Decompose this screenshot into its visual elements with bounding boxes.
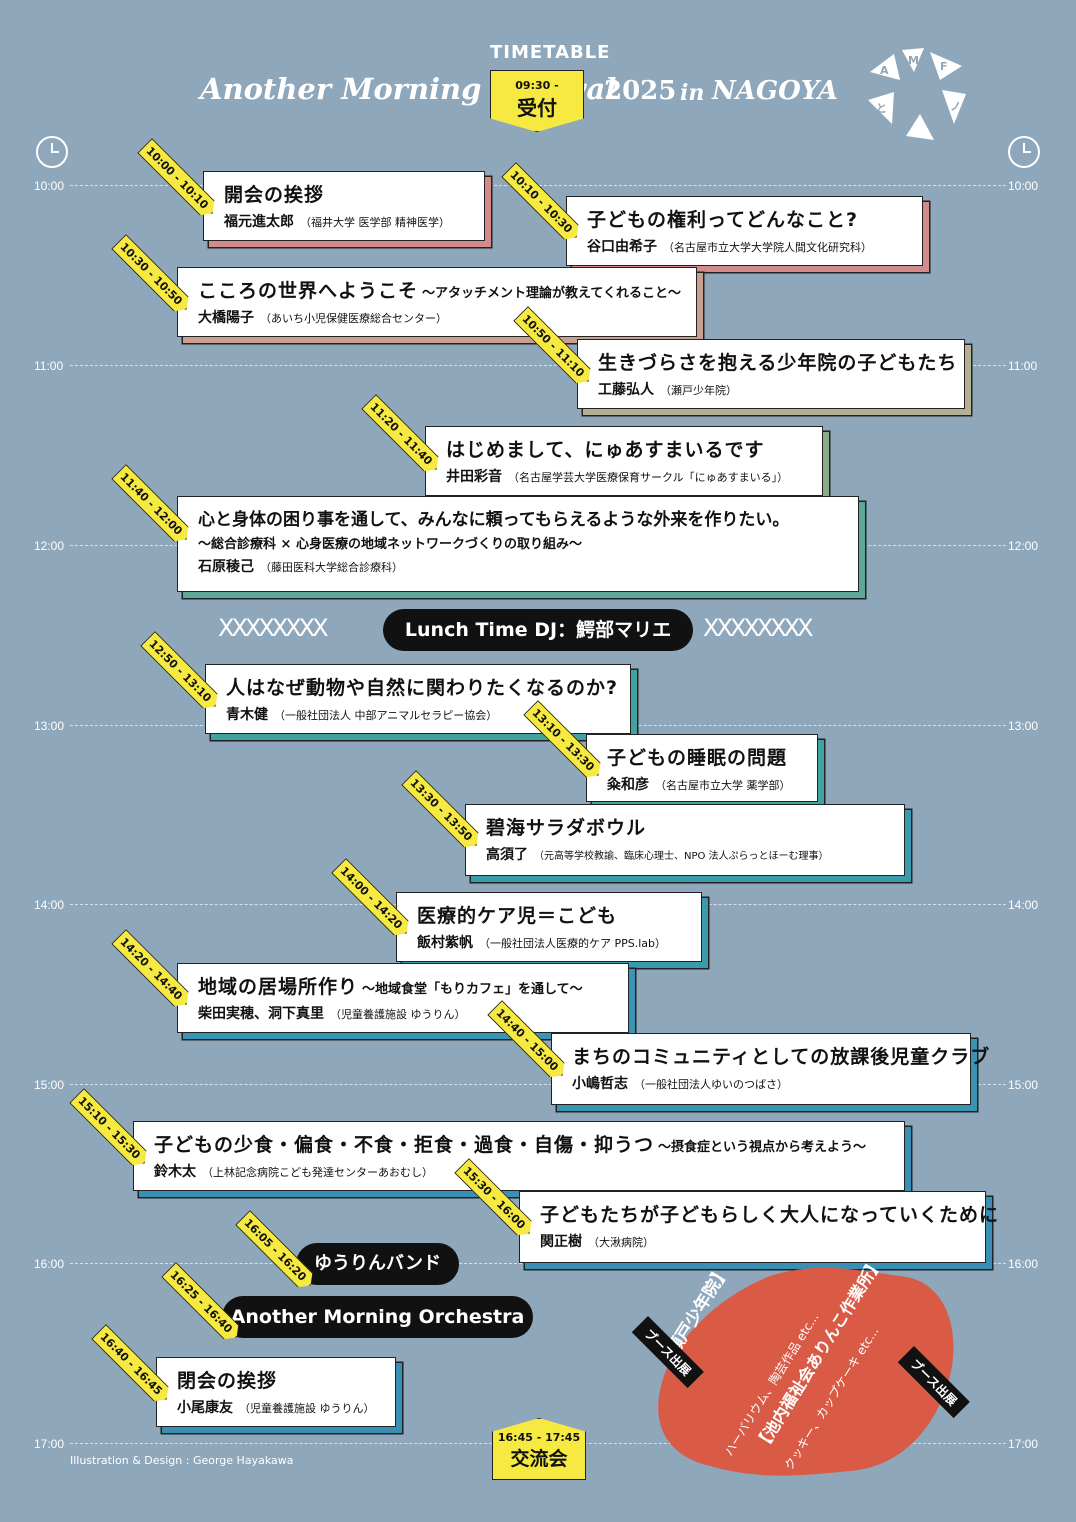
timeline-1600 <box>70 1263 1006 1264</box>
session-card: 閉会の挨拶 小尾康友（児童養護施設 ゆうりん） <box>156 1357 396 1427</box>
timeline-1500 <box>70 1084 1006 1085</box>
session-speaker: 福元進太郎（福井大学 医学部 精神医学） <box>224 214 450 230</box>
time-label-left: 17:00 <box>34 1437 65 1451</box>
session-speaker: 青木健（一般社団法人 中部アニマルセラピー協会） <box>226 707 498 723</box>
session-title: 心と身体の困り事を通して、みんなに頼ってもらえるような外来を作りたい。 <box>198 510 790 530</box>
decorative-chain-left: XXXXXXXX <box>218 614 329 642</box>
session-speaker: 井田彩音（名古屋学芸大学医療保育サークル「にゅあすまいる」） <box>446 469 789 485</box>
booth-blob-shape <box>658 1267 954 1476</box>
time-label-right: 10:00 <box>1008 179 1039 193</box>
session-card: 碧海サラダボウル 高須了（元高等学校教諭、臨床心理士、NPO 法人ぷらっとほーむ… <box>465 804 905 876</box>
session-speaker: 柴田実穂、洞下真里（児童養護施設 ゆうりん） <box>198 1006 466 1022</box>
session-title: 子どもの権利ってどんなこと? <box>587 209 859 231</box>
session-card: 地域の居場所作り〜地域食堂「もりカフェ」を通して〜 柴田実穂、洞下真里（児童養護… <box>177 963 629 1033</box>
time-label-right: 12:00 <box>1008 539 1039 553</box>
exchange-time: 16:45 - 17:45 <box>497 1431 581 1444</box>
time-label-left: 12:00 <box>34 539 65 553</box>
time-label-right: 16:00 <box>1008 1257 1039 1271</box>
credit: Illustration & Design : George Hayakawa <box>70 1454 294 1467</box>
session-card: 子どもの少食・偏食・不食・拒食・過食・自傷・抑うつ〜摂食症という視点から考えよう… <box>133 1121 905 1191</box>
clock-icon-left <box>36 136 68 168</box>
lunch-pill: Lunch Time DJ：鰐部マリエ <box>383 609 693 651</box>
session-speaker: 谷口由希子（名古屋市立大学大学院人間文化研究科） <box>587 239 872 255</box>
session-speaker: 石原稜己（藤田医科大学総合診療科） <box>198 559 403 575</box>
session-speaker: 粂和彦（名古屋市立大学 薬学部） <box>607 777 791 793</box>
session-card: 子どもの睡眠の問題 粂和彦（名古屋市立大学 薬学部） <box>586 734 818 802</box>
time-label-left: 10:00 <box>34 179 65 193</box>
festival-year: 2025 <box>604 76 677 106</box>
session-card: 人はなぜ動物や自然に関わりたくなるのか? 青木健（一般社団法人 中部アニマルセラ… <box>205 664 631 734</box>
session-card: 心と身体の困り事を通して、みんなに頼ってもらえるような外来を作りたい。 〜総合診… <box>177 496 859 592</box>
clock-icon-right <box>1008 136 1040 168</box>
session-speaker: 高須了（元高等学校教諭、臨床心理士、NPO 法人ぷらっとほーむ理事） <box>486 847 829 863</box>
time-label-left: 13:00 <box>34 719 65 733</box>
session-title: 碧海サラダボウル <box>486 817 647 839</box>
logo-letter-a: A <box>880 64 889 77</box>
timeline-1100 <box>70 365 1006 366</box>
reception-badge: 09:30 - 受付 <box>490 70 584 132</box>
session-card: 生きづらさを抱える少年院の子どもたち 工藤弘人（瀬戸少年院） <box>577 339 965 409</box>
session-title: 閉会の挨拶 <box>177 1370 278 1392</box>
session-speaker: 鈴木太（上林記念病院こども発達センターあおむし） <box>154 1164 433 1180</box>
time-label-right: 13:00 <box>1008 719 1039 733</box>
time-label-right: 11:00 <box>1008 359 1038 373</box>
session-title: こころの世界へようこそ〜アタッチメント理論が教えてくれること〜 <box>198 280 681 302</box>
reception-time: 09:30 - <box>515 79 559 92</box>
festival-city: NAGOYA <box>712 76 838 106</box>
session-title: はじめまして、にゅあすまいるです <box>446 439 765 461</box>
session-subtitle: 〜総合診療科 × 心身医療の地域ネットワークづくりの取り組み〜 <box>198 537 582 552</box>
decorative-chain-right: XXXXXXXX <box>703 614 814 642</box>
band-pill: ゆうりんバンド <box>296 1243 459 1285</box>
logo-letter-m: M <box>908 54 919 67</box>
session-card: 医療的ケア児＝こども 飯村紫帆（一般社団法人医療的ケア PPS.lab） <box>396 892 702 962</box>
session-speaker: 小嶋哲志（一般社団法人ゆいのつばさ） <box>572 1076 788 1092</box>
session-speaker: 関正樹（大湫病院） <box>540 1234 654 1250</box>
session-speaker: 大橋陽子（あいち小児保健医療総合センター） <box>198 310 447 326</box>
reception-label: 受付 <box>517 96 557 120</box>
session-title: 子どもの睡眠の問題 <box>607 747 788 769</box>
time-label-left: 14:00 <box>34 898 65 912</box>
session-speaker: 工藤弘人（瀬戸少年院） <box>598 382 737 398</box>
logo-letter-no: ノ <box>950 100 961 113</box>
time-label-right: 15:00 <box>1008 1078 1039 1092</box>
session-title: 子どもたちが子どもらしく大人になっていくために <box>540 1204 1000 1226</box>
session-title: 地域の居場所作り〜地域食堂「もりカフェ」を通して〜 <box>198 976 583 998</box>
session-speaker: 小尾康友（児童養護施設 ゆうりん） <box>177 1400 375 1416</box>
session-card: 子どもの権利ってどんなこと? 谷口由希子（名古屋市立大学大学院人間文化研究科） <box>566 196 923 266</box>
session-card: 開会の挨拶 福元進太郎（福井大学 医学部 精神医学） <box>203 171 485 241</box>
exchange-label: 交流会 <box>510 1448 568 1470</box>
time-label-right: 14:00 <box>1008 898 1039 912</box>
session-card: まちのコミュニティとしての放課後児童クラブ 小嶋哲志（一般社団法人ゆいのつばさ） <box>551 1033 991 1105</box>
time-label-right: 17:00 <box>1008 1437 1039 1451</box>
session-title: 子どもの少食・偏食・不食・拒食・過食・自傷・抑うつ〜摂食症という視点から考えよう… <box>154 1134 867 1156</box>
session-title: 人はなぜ動物や自然に関わりたくなるのか? <box>226 677 619 699</box>
session-card: はじめまして、にゅあすまいるです 井田彩音（名古屋学芸大学医療保育サークル「にゅ… <box>425 426 823 496</box>
time-label-left: 16:00 <box>34 1257 65 1271</box>
session-title: 開会の挨拶 <box>224 184 325 206</box>
session-card: こころの世界へようこそ〜アタッチメント理論が教えてくれること〜 大橋陽子（あいち… <box>177 267 697 337</box>
session-card: 子どもたちが子どもらしく大人になっていくために 関正樹（大湫病院） <box>519 1191 1000 1263</box>
logo-letter-f: F <box>940 60 948 73</box>
logo-letter-to: と <box>876 102 887 115</box>
amf-logo-icon: A M F と ノ <box>868 48 966 140</box>
session-title: 医療的ケア児＝こども <box>417 905 618 927</box>
session-title: 生きづらさを抱える少年院の子どもたち <box>598 352 958 374</box>
festival-in: in <box>680 80 705 106</box>
timetable-label: TIMETABLE <box>490 42 611 63</box>
exchange-badge: 16:45 - 17:45 交流会 <box>492 1418 586 1480</box>
time-label-left: 15:00 <box>34 1078 65 1092</box>
session-speaker: 飯村紫帆（一般社団法人医療的ケア PPS.lab） <box>417 935 667 951</box>
band-pill: Another Morning Orchestra <box>222 1296 533 1338</box>
session-title: まちのコミュニティとしての放課後児童クラブ <box>572 1046 991 1068</box>
time-label-left: 11:00 <box>34 359 64 373</box>
